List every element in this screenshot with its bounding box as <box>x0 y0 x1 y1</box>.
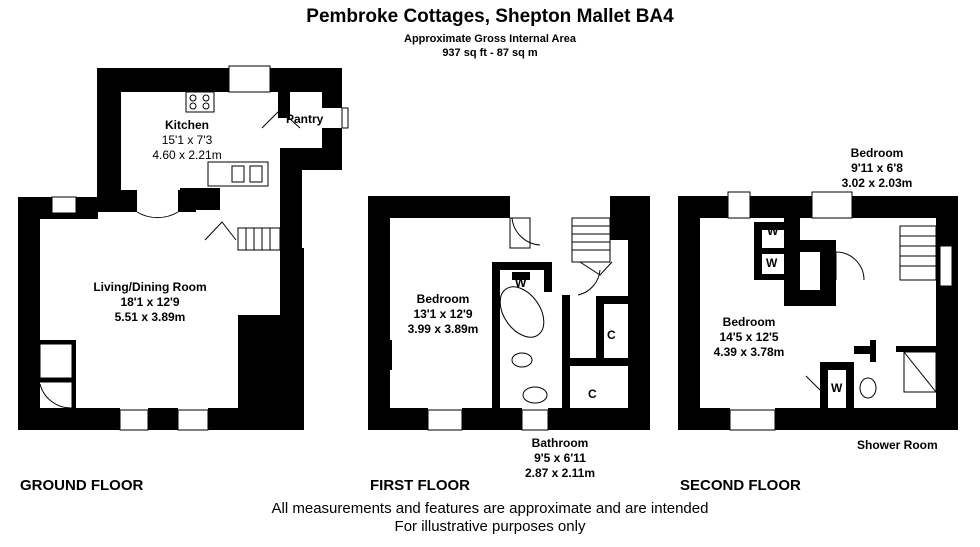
living-room-name: Living/Dining Room <box>93 280 207 294</box>
bedroom-large-metric: 4.39 x 3.78m <box>713 345 785 359</box>
second-floor-label: SECOND FLOOR <box>680 477 801 494</box>
bedroom-first-name: Bedroom <box>416 292 470 306</box>
plan-title: Pembroke Cottages, Shepton Mallet BA4 <box>306 6 674 27</box>
cupboard-mark-lower: C <box>588 387 597 401</box>
bedroom-small-name: Bedroom <box>850 146 904 160</box>
kitchen-imperial: 15'1 x 7'3 <box>161 133 213 147</box>
bedroom-large-imperial: 14'5 x 12'5 <box>719 330 779 344</box>
bathroom-label: Bathroom 9'5 x 6'11 2.87 x 2.11m <box>515 436 605 481</box>
kitchen-name: Kitchen <box>164 118 209 132</box>
living-room-label: Living/Dining Room 18'1 x 12'9 5.51 x 3.… <box>80 280 220 325</box>
fixtures <box>39 91 937 409</box>
plan-area: 937 sq ft - 87 sq m <box>442 47 538 59</box>
wardrobe-mark-first: W <box>515 276 527 290</box>
kitchen-metric: 4.60 x 2.21m <box>152 148 222 162</box>
bedroom-large-label: Bedroom 14'5 x 12'5 4.39 x 3.78m <box>704 315 794 360</box>
bedroom-first-label: Bedroom 13'1 x 12'9 3.99 x 3.89m <box>398 292 488 337</box>
bedroom-first-metric: 3.99 x 3.89m <box>407 322 479 336</box>
disclaimer-line-2: For illustrative purposes only <box>394 518 586 535</box>
bedroom-small-label: Bedroom 9'11 x 6'8 3.02 x 2.03m <box>832 146 922 191</box>
plan-subtitle: Approximate Gross Internal Area <box>404 33 576 45</box>
ground-floor-label: GROUND FLOOR <box>20 477 144 494</box>
wardrobe-mark-second-bottom: W <box>831 381 843 395</box>
first-floor-walls <box>368 196 650 430</box>
bedroom-large-name: Bedroom <box>722 315 776 329</box>
cupboard-mark-upper: C <box>607 328 616 342</box>
bedroom-small-imperial: 9'11 x 6'8 <box>851 161 903 175</box>
shower-room-label: Shower Room <box>857 438 938 452</box>
wardrobe-mark-second-mid: W <box>766 256 778 270</box>
bathroom-imperial: 9'5 x 6'11 <box>534 451 586 465</box>
bathroom-name: Bathroom <box>531 436 589 450</box>
windows <box>39 65 953 431</box>
wardrobe-mark-second-top: W <box>767 224 779 238</box>
living-room-metric: 5.51 x 3.89m <box>114 310 186 324</box>
first-floor-label: FIRST FLOOR <box>370 477 470 494</box>
ground-floor-walls <box>18 68 342 430</box>
disclaimer-line-1: All measurements and features are approx… <box>271 500 709 517</box>
pantry-label: Pantry <box>286 112 324 126</box>
bedroom-small-metric: 3.02 x 2.03m <box>841 176 913 190</box>
bathroom-metric: 2.87 x 2.11m <box>524 466 596 480</box>
kitchen-label: Kitchen 15'1 x 7'3 4.60 x 2.21m <box>142 118 232 163</box>
second-floor-walls <box>678 196 958 430</box>
bedroom-first-imperial: 13'1 x 12'9 <box>413 307 473 321</box>
living-room-imperial: 18'1 x 12'9 <box>120 295 180 309</box>
